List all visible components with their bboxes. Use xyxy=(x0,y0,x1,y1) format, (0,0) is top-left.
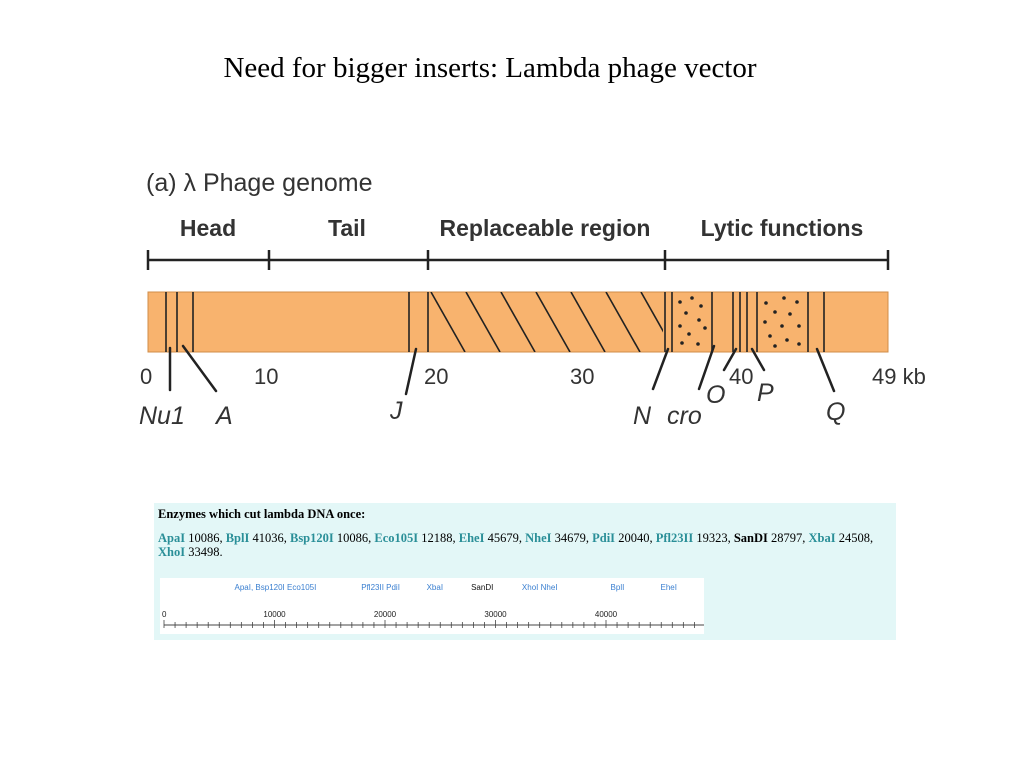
slide-title: Need for bigger inserts: Lambda phage ve… xyxy=(223,52,757,84)
map-axis-label: 20000 xyxy=(374,610,397,619)
gene-label-nu1: Nu1 xyxy=(139,402,185,430)
map-axis-label: 40000 xyxy=(595,610,618,619)
kb-tick-49: 49 kb xyxy=(872,364,926,389)
map-axis-label: 0 xyxy=(162,610,167,619)
gene-label-a: A xyxy=(214,402,233,430)
map-axis-label: 10000 xyxy=(263,610,286,619)
enzyme-name: BplI xyxy=(225,531,250,545)
map-enzyme-label: Pfl23II PdiI xyxy=(361,583,400,592)
enzyme-name: PdiI xyxy=(592,531,616,545)
enzyme-site: 45679 xyxy=(487,531,519,545)
map-enzyme-label: EheI xyxy=(661,583,677,592)
enzyme-site: 10086 xyxy=(188,531,220,545)
enzyme-name: Bsp120I xyxy=(289,531,334,545)
replaceable-hatching xyxy=(430,292,663,352)
enzyme-name: XhoI xyxy=(158,545,186,559)
enzyme-panel: Enzymes which cut lambda DNA once: ApaI … xyxy=(154,503,896,640)
map-enzyme-label: BplI xyxy=(611,583,625,592)
kb-tick-20: 20 xyxy=(424,364,448,389)
kb-tick-10: 10 xyxy=(254,364,278,389)
enzyme-site: 28797 xyxy=(770,531,803,545)
enzyme-name: NheI xyxy=(525,531,552,545)
region-label-head: Head xyxy=(180,215,236,241)
region-label-replaceable: Replaceable region xyxy=(440,215,651,241)
stipple-dots-1 xyxy=(678,296,707,346)
map-enzyme-label: SanDI xyxy=(471,583,493,592)
enzyme-list: ApaI 10086, BplI 41036, Bsp120I 10086, E… xyxy=(158,531,874,559)
enzyme-site: 41036 xyxy=(252,531,284,545)
enzyme-site: 34679 xyxy=(554,531,586,545)
gene-label-n: N xyxy=(633,402,652,430)
stipple-dots-2 xyxy=(763,296,801,348)
enzyme-site: 24508 xyxy=(838,531,870,545)
gene-pointers xyxy=(168,344,836,396)
enzyme-name: Eco105I xyxy=(374,531,419,545)
map-enzyme-label: ApaI, Bsp120I Eco105I xyxy=(235,583,317,592)
region-label-tail: Tail xyxy=(328,215,366,241)
map-axis-label: 30000 xyxy=(484,610,507,619)
gene-label-p: P xyxy=(757,379,774,407)
enzyme-site: 33498 xyxy=(188,545,220,559)
enzyme-name: EheI xyxy=(458,531,485,545)
enzyme-name: Pfl23II xyxy=(655,531,694,545)
kb-tick-0: 0 xyxy=(140,364,152,389)
enzyme-site: 10086 xyxy=(336,531,369,545)
enzyme-site: 19323 xyxy=(696,531,728,545)
gene-label-o: O xyxy=(706,381,725,409)
map-enzyme-label: XbaI xyxy=(427,583,443,592)
gene-boundaries xyxy=(165,292,825,352)
region-label-lytic: Lytic functions xyxy=(701,215,864,241)
genome-panel-label: (a) λ Phage genome xyxy=(146,169,373,197)
gene-label-q: Q xyxy=(826,398,845,426)
restriction-map-svg: ApaI, Bsp120I Eco105I Pfl23II PdiI XbaI San… xyxy=(162,583,706,628)
enzyme-site: 12188 xyxy=(421,531,453,545)
enzyme-site: 20040 xyxy=(618,531,650,545)
kb-tick-40: 40 xyxy=(729,364,753,389)
gene-label-j: J xyxy=(389,397,403,425)
region-brackets xyxy=(146,250,890,270)
map-enzyme-label: XhoI NheI xyxy=(522,583,558,592)
lambda-genome-diagram: (a) λ Phage genome Head Tail Replaceable… xyxy=(139,169,926,430)
restriction-map: ApaI, Bsp120I Eco105I Pfl23II PdiI XbaI San… xyxy=(160,578,706,634)
enzyme-name: ApaI xyxy=(158,531,186,545)
enzyme-name: XbaI xyxy=(808,531,836,545)
gene-label-cro: cro xyxy=(667,402,702,430)
enzyme-heading: Enzymes which cut lambda DNA once: xyxy=(158,507,366,521)
enzyme-name: SanDI xyxy=(733,531,768,545)
kb-tick-30: 30 xyxy=(570,364,594,389)
